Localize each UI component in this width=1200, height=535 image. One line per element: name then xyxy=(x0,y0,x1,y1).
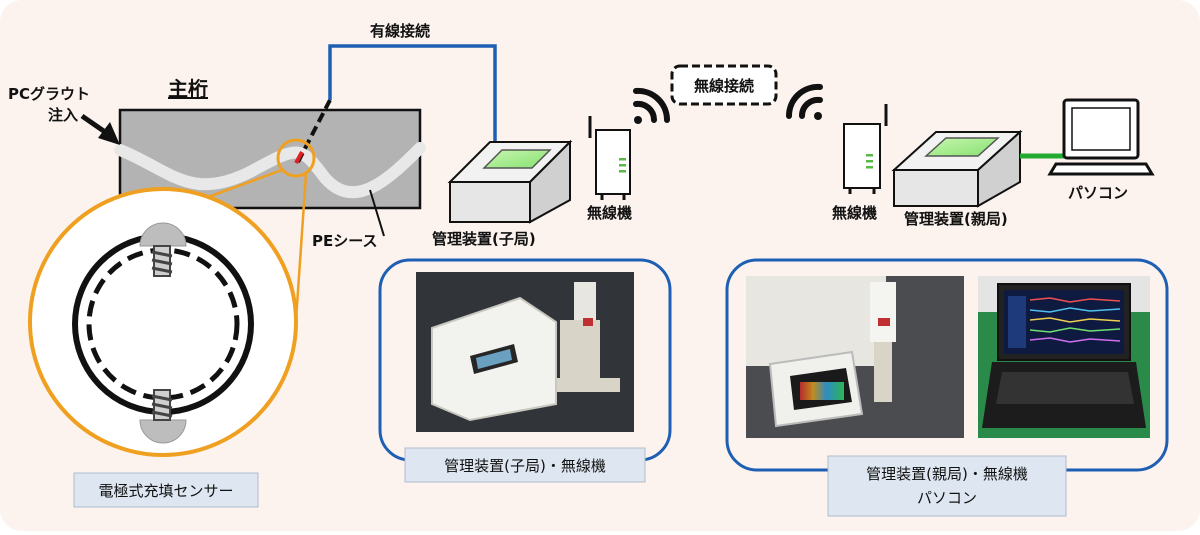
parent-unit-screen xyxy=(924,137,1000,157)
wifi-left-icon xyxy=(633,87,671,124)
photo-parent-unit xyxy=(746,276,964,438)
pc-label: パソコン xyxy=(1068,184,1128,202)
pc-grout-label: PCグラウト xyxy=(8,85,90,103)
photo-parent-caption: 管理装置(親局)・無線機 xyxy=(866,465,1028,483)
electrode-bottom-icon xyxy=(151,389,173,421)
photo-child-caption-box xyxy=(404,447,646,483)
grout-arrow-icon xyxy=(80,113,120,145)
child-unit-device xyxy=(447,139,573,224)
child-unit-label: 管理装置(子局) xyxy=(432,230,536,248)
wireless-connection-box xyxy=(670,64,778,106)
child-unit-screen xyxy=(482,149,552,169)
photo-parent-caption-2: パソコン xyxy=(917,489,977,507)
photo-child-caption: 管理装置(子局)・無線機 xyxy=(444,457,606,475)
photo-parent-caption-box xyxy=(827,455,1067,517)
pe-sheath-leader xyxy=(369,189,385,237)
wireless-unit-left-label: 無線機 xyxy=(587,204,632,222)
sensor-cable xyxy=(296,99,332,163)
sensor-magnified-circle xyxy=(28,187,298,457)
magnifier-spot xyxy=(276,138,316,178)
photo-parent-laptop xyxy=(978,276,1150,438)
electrode-top-icon xyxy=(151,245,173,277)
wifi-right-icon xyxy=(785,83,823,120)
pe-sheath-label: PEシース xyxy=(312,232,378,250)
wired-connection-label: 有線接続 xyxy=(370,22,430,40)
main-girder-label: 主桁 xyxy=(168,77,208,101)
sensor-caption-box xyxy=(73,472,259,508)
sensor-point xyxy=(294,151,304,164)
pe-sheath-tube xyxy=(114,142,426,198)
wired-connection-line xyxy=(328,44,497,150)
magnifier-line-right xyxy=(294,173,308,321)
wireless-unit-right xyxy=(843,104,888,194)
wireless-unit-left xyxy=(588,116,631,200)
parent-unit-label: 管理装置(親局) xyxy=(904,210,1008,228)
sensor-caption: 電極式充填センサー xyxy=(98,482,233,500)
photo-child-unit xyxy=(416,272,634,432)
pc-grout-label-2: 注入 xyxy=(48,106,78,124)
sensor-cross-section xyxy=(72,222,254,444)
wireless-unit-right-label: 無線機 xyxy=(832,204,877,222)
parent-unit-device xyxy=(891,129,1023,208)
wireless-connection-label: 無線接続 xyxy=(694,77,754,95)
laptop-icon xyxy=(1047,98,1155,176)
